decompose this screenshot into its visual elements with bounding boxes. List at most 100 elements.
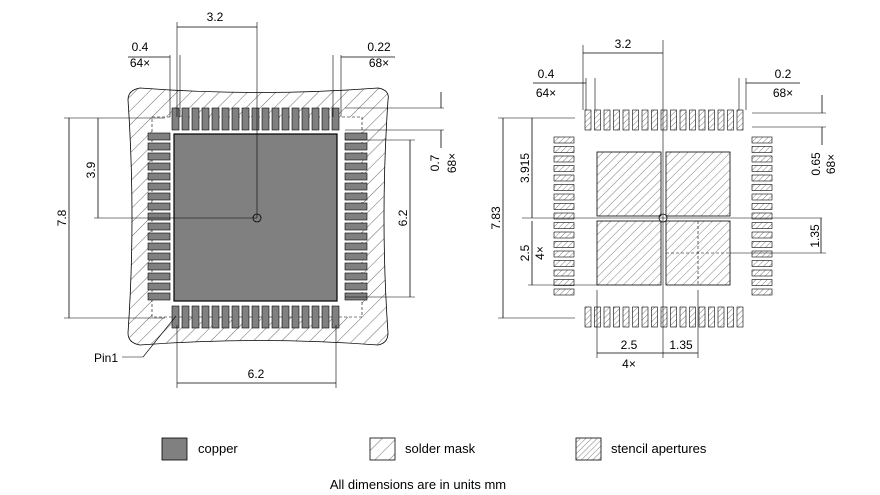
left-view: 3.2 0.4 64× 0.22 68× 0.7 68× 3.9 7.8 6 <box>55 10 459 388</box>
pad-right <box>344 232 368 241</box>
pad-right <box>344 292 368 301</box>
pad-right <box>751 279 773 286</box>
pad-bottom <box>321 305 330 329</box>
pad-top <box>261 107 270 131</box>
dim-aperture-pitch-count-bottom: 4× <box>622 357 636 371</box>
dim-pad-width-right: 0.4 <box>538 67 555 81</box>
dim-pad-height-count-right: 68× <box>824 154 838 174</box>
dim-pad-width-count-right: 64× <box>536 86 556 100</box>
pad-bottom <box>191 305 200 329</box>
aperture-top-right <box>665 151 731 217</box>
left-view-pads <box>147 107 368 329</box>
pad-bottom <box>311 305 320 329</box>
pad-right <box>751 146 773 153</box>
pad-top <box>321 107 330 131</box>
pad-top <box>613 109 620 131</box>
pad-top <box>660 109 668 131</box>
pad-left <box>553 193 575 201</box>
legend-stencil-swatch <box>575 437 602 461</box>
dim-pad-height-count-left: 68× <box>445 153 459 173</box>
pad-right <box>344 242 368 251</box>
pad-bottom <box>231 305 240 329</box>
pad-bottom <box>698 306 706 328</box>
pad-bottom <box>717 306 725 328</box>
pad-right <box>344 162 368 171</box>
dim-pad-gap-right: 0.2 <box>775 67 792 81</box>
aperture-bottom-left <box>596 220 662 286</box>
dim-inner-width-left: 6.2 <box>248 367 265 381</box>
pad-right <box>751 174 773 182</box>
pad-bottom <box>261 305 270 329</box>
pad-left <box>147 212 171 221</box>
pad-bottom <box>679 306 687 328</box>
pad-left <box>553 222 575 229</box>
pad-right <box>751 155 773 163</box>
pad-right <box>344 192 368 201</box>
dim-aperture-size-bottom: 1.35 <box>669 338 693 352</box>
pad-bottom <box>281 305 290 329</box>
dim-pitch-left: 3.2 <box>207 10 224 24</box>
pad-top <box>281 107 290 131</box>
dim-aperture-pitch-count-left: 4× <box>533 246 547 260</box>
pad-left <box>553 288 575 296</box>
pad-right <box>344 272 368 281</box>
pad-top <box>651 109 658 131</box>
units-footnote: All dimensions are in units mm <box>330 477 506 492</box>
pad-left <box>147 292 171 301</box>
right-view: 3.2 0.4 64× 0.2 68× 0.65 68× 3.915 7.83 … <box>489 37 838 371</box>
pad-bottom <box>603 306 611 328</box>
pad-top <box>331 107 340 131</box>
pad-left <box>147 152 171 161</box>
pad-left <box>147 202 171 211</box>
pad-bottom <box>181 305 190 329</box>
pad-top <box>171 107 180 131</box>
dim-pad-height-left: 0.7 <box>428 154 442 171</box>
dim-aperture-size-right: 1.35 <box>808 224 822 248</box>
pad-top <box>717 109 725 131</box>
legend: copper solder mask stencil apertures <box>161 437 707 461</box>
dim-pad-height-right: 0.65 <box>809 152 823 176</box>
pad-left <box>147 182 171 191</box>
pad-left <box>147 282 171 291</box>
pad-right <box>751 193 773 201</box>
pad-bottom <box>632 306 639 328</box>
pad-bottom <box>331 305 340 329</box>
center-mark-right <box>658 213 668 223</box>
pad-bottom <box>670 306 677 328</box>
pad-bottom <box>708 306 715 328</box>
pad-right <box>344 152 368 161</box>
pad-left <box>553 241 575 248</box>
pad-left <box>147 252 171 261</box>
pad-left <box>147 142 171 151</box>
pad-bottom <box>651 306 658 328</box>
pad-right <box>751 203 773 210</box>
pad-right <box>344 202 368 211</box>
pad-left <box>553 146 575 153</box>
legend-copper-swatch <box>161 437 188 461</box>
pad-bottom <box>594 306 601 328</box>
pad-left <box>553 174 575 182</box>
pad-right <box>344 282 368 291</box>
pad-right <box>751 136 773 144</box>
legend-stencil-label: stencil apertures <box>611 441 707 456</box>
dim-aperture-pitch-left: 2.5 <box>518 244 532 261</box>
pad-left <box>553 260 575 267</box>
dim-full-height-left: 7.8 <box>55 209 69 226</box>
pad-left <box>147 192 171 201</box>
pad-top <box>689 109 696 131</box>
pad-bottom <box>736 306 744 328</box>
pad-top <box>181 107 190 131</box>
pad-top <box>727 109 734 131</box>
pad-left <box>553 250 575 258</box>
pad-left <box>553 184 575 191</box>
pad-left <box>553 269 575 277</box>
pad-right <box>751 288 773 296</box>
pad-bottom <box>241 305 250 329</box>
pad-left <box>553 231 575 239</box>
pad-bottom <box>211 305 220 329</box>
dim-inner-height-left: 6.2 <box>396 209 410 226</box>
pad-bottom <box>660 306 668 328</box>
dim-half-height-right: 3.915 <box>518 153 532 183</box>
